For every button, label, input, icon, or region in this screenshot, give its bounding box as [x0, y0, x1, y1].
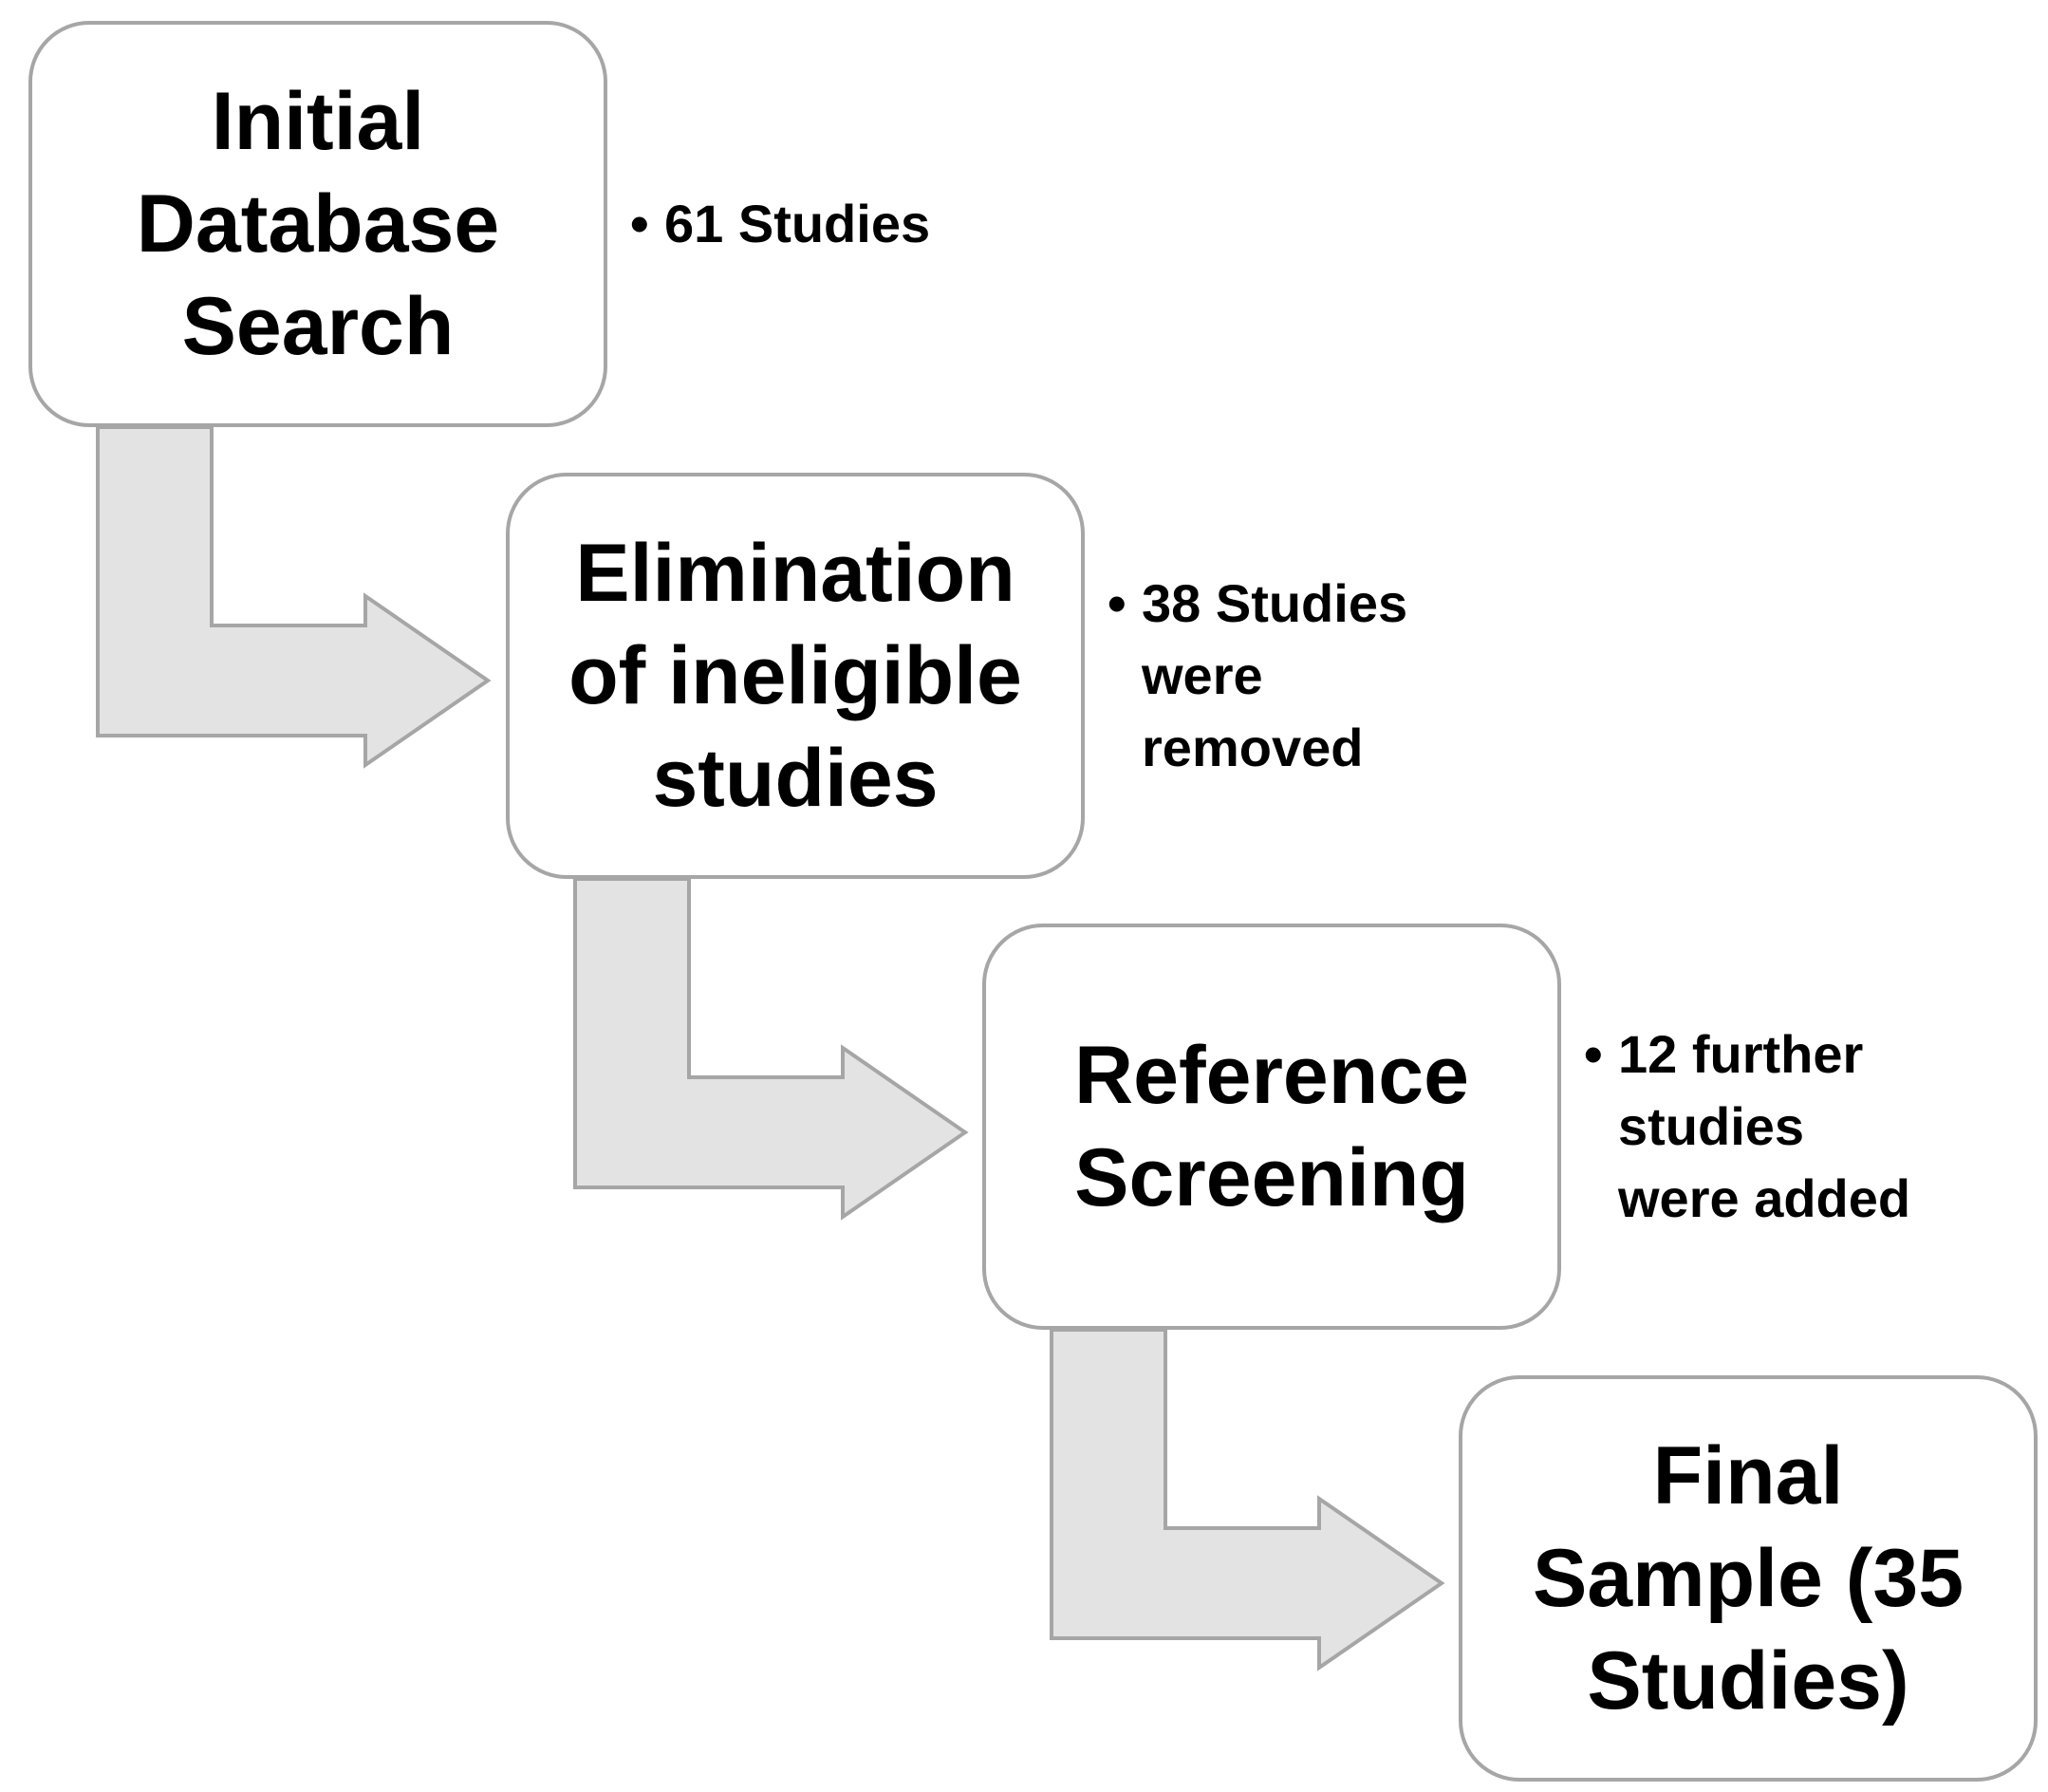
bullet-icon: •: [630, 194, 649, 253]
bullet-icon: •: [1584, 1024, 1603, 1084]
note-text: 12 further studies were added: [1618, 1024, 1911, 1228]
note-text: 61 Studies: [664, 194, 931, 253]
bent-arrow-3: [1050, 1328, 1445, 1671]
step-initial-database-search: Initial Database Search: [28, 21, 607, 427]
note-initial-count: • 61 Studies: [630, 188, 1025, 260]
note-added-count: • 12 further studies were added: [1584, 1018, 1979, 1235]
step-label: Initial Database Search: [136, 76, 500, 372]
step-label: Reference Screening: [1074, 1030, 1469, 1223]
step-elimination-ineligible: Elimination of ineligible studies: [506, 473, 1085, 879]
bent-arrow-2: [573, 877, 969, 1221]
step-label: Elimination of ineligible studies: [568, 528, 1022, 824]
step-final-sample: Final Sample (35 Studies): [1459, 1375, 2038, 1782]
bent-arrow-1: [96, 425, 492, 769]
note-removed-count: • 38 Studies were removed: [1108, 568, 1502, 784]
bullet-icon: •: [1108, 573, 1126, 633]
note-text: 38 Studies were removed: [1142, 573, 1408, 777]
step-reference-screening: Reference Screening: [982, 924, 1561, 1330]
step-label: Final Sample (35 Studies): [1532, 1430, 1964, 1727]
